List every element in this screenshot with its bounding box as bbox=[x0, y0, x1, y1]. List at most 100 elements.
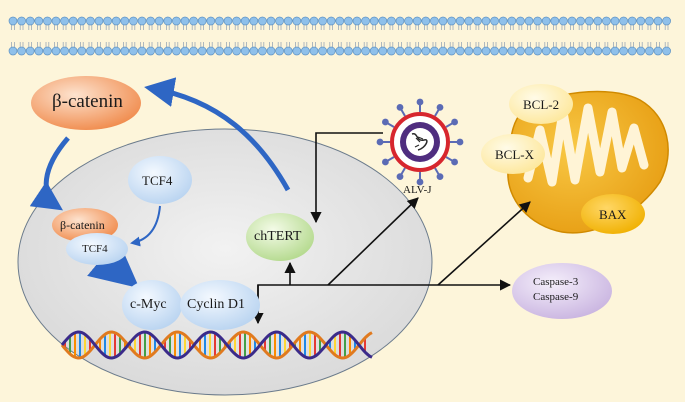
signal-to-mitochondria-arrow bbox=[437, 201, 531, 286]
c-myc-label: c-Myc bbox=[130, 297, 167, 312]
lipid-head bbox=[146, 16, 155, 26]
lipid-head bbox=[8, 46, 18, 56]
lipid-head bbox=[215, 16, 224, 26]
virus-spike bbox=[382, 158, 389, 166]
lipid-head bbox=[163, 16, 173, 26]
lipid-head bbox=[232, 46, 241, 56]
cyclin-d1-label: Cyclin D1 bbox=[187, 297, 245, 312]
lipid-head bbox=[576, 16, 585, 26]
lipid-head bbox=[292, 16, 302, 26]
lipid-head bbox=[25, 16, 35, 26]
lipid-head bbox=[309, 46, 319, 56]
lipid-head bbox=[361, 16, 370, 26]
lipid-head bbox=[593, 16, 603, 26]
lipid-head bbox=[516, 16, 525, 26]
lipid-head bbox=[378, 16, 388, 26]
lipid-head bbox=[619, 16, 628, 26]
lipid-head bbox=[636, 46, 646, 56]
bclx-label: BCL-X bbox=[495, 147, 534, 162]
lipid-head bbox=[412, 16, 422, 26]
lipid-head bbox=[43, 46, 52, 56]
lipid-head bbox=[17, 16, 26, 26]
lipid-head bbox=[223, 46, 233, 56]
lipid-head bbox=[567, 46, 577, 56]
bax-label: BAX bbox=[599, 207, 627, 222]
complex-tcf4-label: TCF4 bbox=[82, 243, 108, 255]
lipid-head bbox=[326, 46, 336, 56]
virus-spike bbox=[451, 118, 458, 126]
lipid-head bbox=[412, 46, 422, 56]
lipid-head bbox=[335, 16, 345, 26]
bcl2-label: BCL-2 bbox=[523, 97, 560, 112]
lipid-head bbox=[627, 16, 637, 26]
lipid-head bbox=[163, 46, 173, 56]
lipid-head bbox=[215, 46, 224, 56]
lipid-head bbox=[387, 16, 396, 26]
lipid-head bbox=[301, 16, 310, 26]
lipid-head bbox=[438, 16, 448, 26]
lipid-head bbox=[180, 46, 190, 56]
lipid-head bbox=[120, 16, 130, 26]
caspase-3-label: Caspase-3 bbox=[533, 276, 579, 288]
caspase-node bbox=[512, 263, 612, 319]
lipid-head bbox=[8, 16, 18, 26]
lipid-head bbox=[172, 16, 181, 26]
lipid-head bbox=[51, 46, 61, 56]
virus-spikes bbox=[376, 98, 464, 186]
lipid-head bbox=[662, 16, 671, 26]
lipid-head bbox=[361, 46, 370, 56]
lipid-head bbox=[404, 46, 413, 56]
lipid-head bbox=[404, 16, 413, 26]
lipid-head bbox=[490, 16, 499, 26]
virus-spike bbox=[396, 104, 404, 111]
lipid-head bbox=[275, 46, 284, 56]
lipid-head bbox=[421, 46, 431, 56]
lipid-head bbox=[258, 46, 267, 56]
lipid-head bbox=[352, 46, 362, 56]
lipid-head bbox=[129, 16, 138, 26]
alv-j-label: ALV-J bbox=[403, 184, 432, 196]
lipid-head bbox=[653, 16, 663, 26]
beta-catenin-node bbox=[31, 76, 141, 130]
lipid-head bbox=[576, 46, 585, 56]
lipid-head bbox=[498, 16, 508, 26]
lipid-head bbox=[43, 16, 52, 26]
tcf4-node bbox=[128, 156, 192, 204]
lipid-head bbox=[111, 46, 121, 56]
virus-spike bbox=[382, 118, 389, 126]
lipid-head bbox=[627, 46, 637, 56]
lipid-head bbox=[507, 46, 517, 56]
lipid-head bbox=[275, 16, 284, 26]
lipid-head bbox=[189, 16, 198, 26]
lipid-head bbox=[421, 16, 431, 26]
lipid-head bbox=[172, 46, 181, 56]
lipid-head bbox=[240, 46, 250, 56]
lipid-head bbox=[344, 46, 353, 56]
lipid-head bbox=[619, 46, 628, 56]
lipid-head bbox=[309, 16, 319, 26]
virus-spike bbox=[436, 173, 444, 181]
lipid-head bbox=[137, 16, 147, 26]
lipid-head bbox=[223, 16, 233, 26]
lipid-head bbox=[301, 46, 310, 56]
virus-spike bbox=[376, 138, 384, 146]
alv-j-virus bbox=[376, 98, 464, 186]
lipid-head bbox=[318, 46, 327, 56]
lipid-head bbox=[103, 46, 112, 56]
complex-to-cmyc-arrow bbox=[87, 238, 140, 289]
signal-to-alvj-arrow bbox=[327, 197, 419, 286]
tcf4-label: TCF4 bbox=[142, 173, 173, 188]
chtert-to-beta-catenin-arrow bbox=[144, 77, 291, 192]
lipid-head bbox=[266, 16, 276, 26]
lipid-head bbox=[258, 16, 267, 26]
lipid-head bbox=[283, 16, 293, 26]
lipid-head bbox=[34, 46, 44, 56]
lipid-head bbox=[481, 16, 491, 26]
lipid-head bbox=[559, 16, 568, 26]
lipid-head bbox=[94, 16, 104, 26]
caspase-9-label: Caspase-9 bbox=[533, 291, 579, 303]
lipid-head bbox=[17, 46, 26, 56]
lipid-head bbox=[395, 46, 405, 56]
lipid-head bbox=[593, 46, 603, 56]
complex-tcf4-node bbox=[66, 233, 128, 265]
